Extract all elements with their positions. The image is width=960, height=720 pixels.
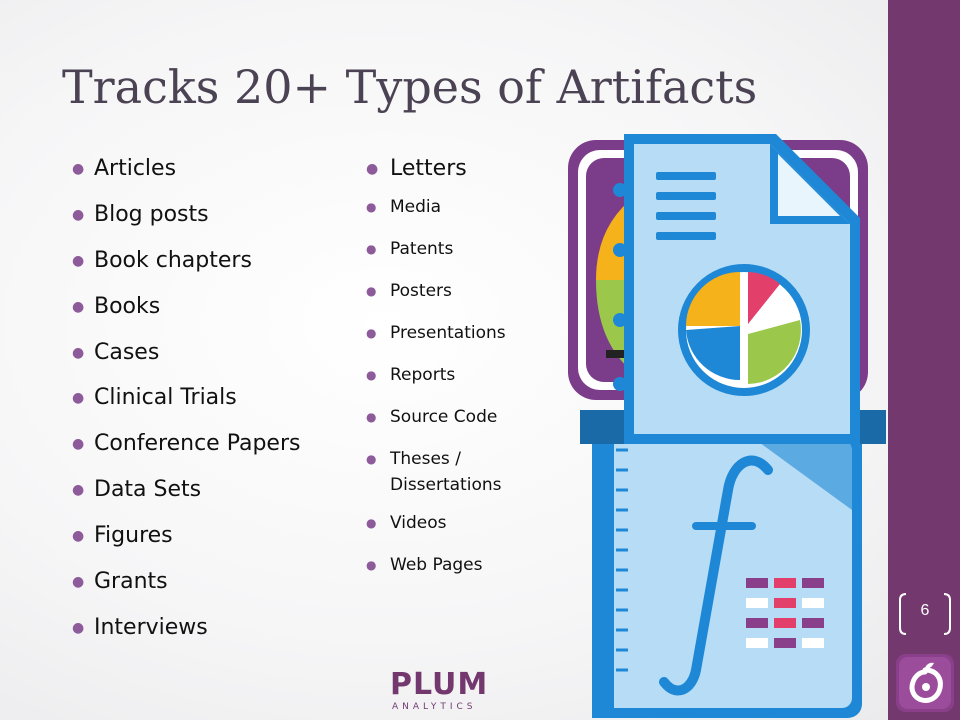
bullet-icon: ● [72,482,85,499]
list-item: ●Media [366,194,570,220]
artifact-list-right: ●Letters ●Media ●Patents ●Posters ●Prese… [366,152,570,594]
list-item: ●Posters [366,278,570,304]
logo-subtitle: ANALYTICS [392,702,477,712]
bullet-icon: ● [366,558,377,572]
logo-wordmark: PLUM [390,667,489,702]
bullet-icon: ● [366,326,377,340]
list-item: ●Theses / Dissertations [366,446,540,498]
bullet-icon: ● [72,436,85,453]
bullet-icon: ● [366,284,377,298]
list-item: ●Clinical Trials [72,381,300,427]
list-item: ●Web Pages [366,552,570,578]
list-item: ●Patents [366,236,570,262]
bullet-icon: ● [72,390,85,407]
list-item: ●Cases [72,336,300,382]
list-item: ●Data Sets [72,473,300,519]
list-item: ●Interviews [72,611,300,657]
slide-number: 6 [920,602,930,619]
list-item: ●Figures [72,519,300,565]
plum-analytics-logo: PLUM ANALYTICS [390,670,500,716]
bullet-icon: ● [366,161,379,177]
bullet-icon: ● [72,161,85,177]
list-item: ●Grants [72,565,300,611]
plum-logo-icon [896,654,954,712]
list-item: ●Reports [366,362,570,388]
bullet-icon: ● [366,368,377,382]
list-item: ●Articles [72,152,300,198]
list-item: ●Books [72,290,300,336]
document-pie-chart-icon [613,134,860,444]
slide-title: Tracks 20+ Types of Artifacts [62,60,758,114]
bullet-icon: ● [366,410,377,424]
formula-notebook-icon [592,430,862,718]
bullet-icon: ● [72,206,85,223]
list-item: ●Conference Papers [72,427,300,473]
bullet-icon: ● [366,452,377,466]
list-item: ●Presentations [366,320,570,346]
artifact-illustration [568,134,886,718]
bullet-icon: ● [366,200,377,214]
list-item: ●Blog posts [72,198,300,244]
bullet-icon: ● [72,619,85,636]
bullet-icon: ● [72,298,85,315]
bullet-icon: ● [72,528,85,545]
bullet-icon: ● [72,252,85,269]
bullet-icon: ● [72,344,85,361]
artifact-list-left: ●Articles ●Blog posts ●Book chapters ●Bo… [72,152,300,657]
list-item: ●Source Code [366,404,570,430]
bullet-icon: ● [366,516,377,530]
slide-number-bracket [899,593,951,635]
list-item: ●Letters [366,152,570,186]
bullet-icon: ● [72,574,85,591]
list-item: ●Book chapters [72,244,300,290]
list-item: ●Videos [366,510,570,536]
bullet-icon: ● [366,242,377,256]
